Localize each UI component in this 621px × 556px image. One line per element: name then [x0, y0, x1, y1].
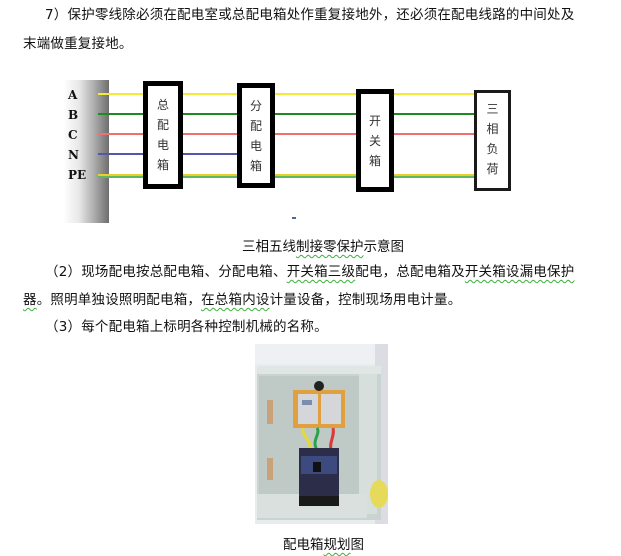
diagram-caption: 三相五线制接零保护示意图: [242, 239, 404, 255]
wire-c: [98, 133, 484, 135]
phase-label-c: C: [68, 128, 78, 142]
paragraph-3-line-1: （3）每个配电箱上标明各种控制机械的名称。: [45, 319, 328, 335]
paragraph-7-line-1: 7）保护零线除必须在配电室或总配电箱处作重复接地外，还必须在配电线路的中间处及: [45, 7, 575, 23]
three-phase-load-box: 三 相 负 荷: [474, 90, 511, 191]
paragraph-2-line-1: （2）现场配电按总配电箱、分配电箱、开关箱三级配电，总配电箱及开关箱设漏电保护: [45, 264, 575, 280]
sub-distribution-box: 分 配 电 箱: [237, 83, 275, 188]
phase-label-pe: PE: [68, 168, 87, 182]
power-source-wall: [63, 80, 109, 223]
wire-b: [98, 113, 484, 115]
paragraph-7-line-2: 末端做重复接地。: [23, 36, 133, 52]
phase-label-n: N: [68, 148, 79, 162]
distribution-box-image: [255, 344, 388, 524]
switch-box: 开 关 箱: [356, 89, 394, 192]
wire-pe-yellow: [98, 174, 478, 176]
photo-caption: 配电箱规划图: [283, 537, 364, 553]
stray-mark: [292, 217, 296, 219]
distribution-box-photo: [255, 344, 388, 524]
main-distribution-box: 总 配 电 箱: [143, 81, 183, 189]
phase-label-a: A: [68, 88, 78, 102]
wire-pe-green: [98, 176, 478, 178]
wire-a: [98, 93, 484, 95]
paragraph-2-line-2: 器。照明单独设照明配电箱，在总箱内设计量设备，控制现场用电计量。: [23, 292, 462, 308]
phase-label-b: B: [68, 108, 79, 122]
three-phase-five-wire-diagram: A B C N PE 总 配 电 箱 分 配 电 箱 开 关 箱 三 相 负 荷: [0, 0, 621, 240]
